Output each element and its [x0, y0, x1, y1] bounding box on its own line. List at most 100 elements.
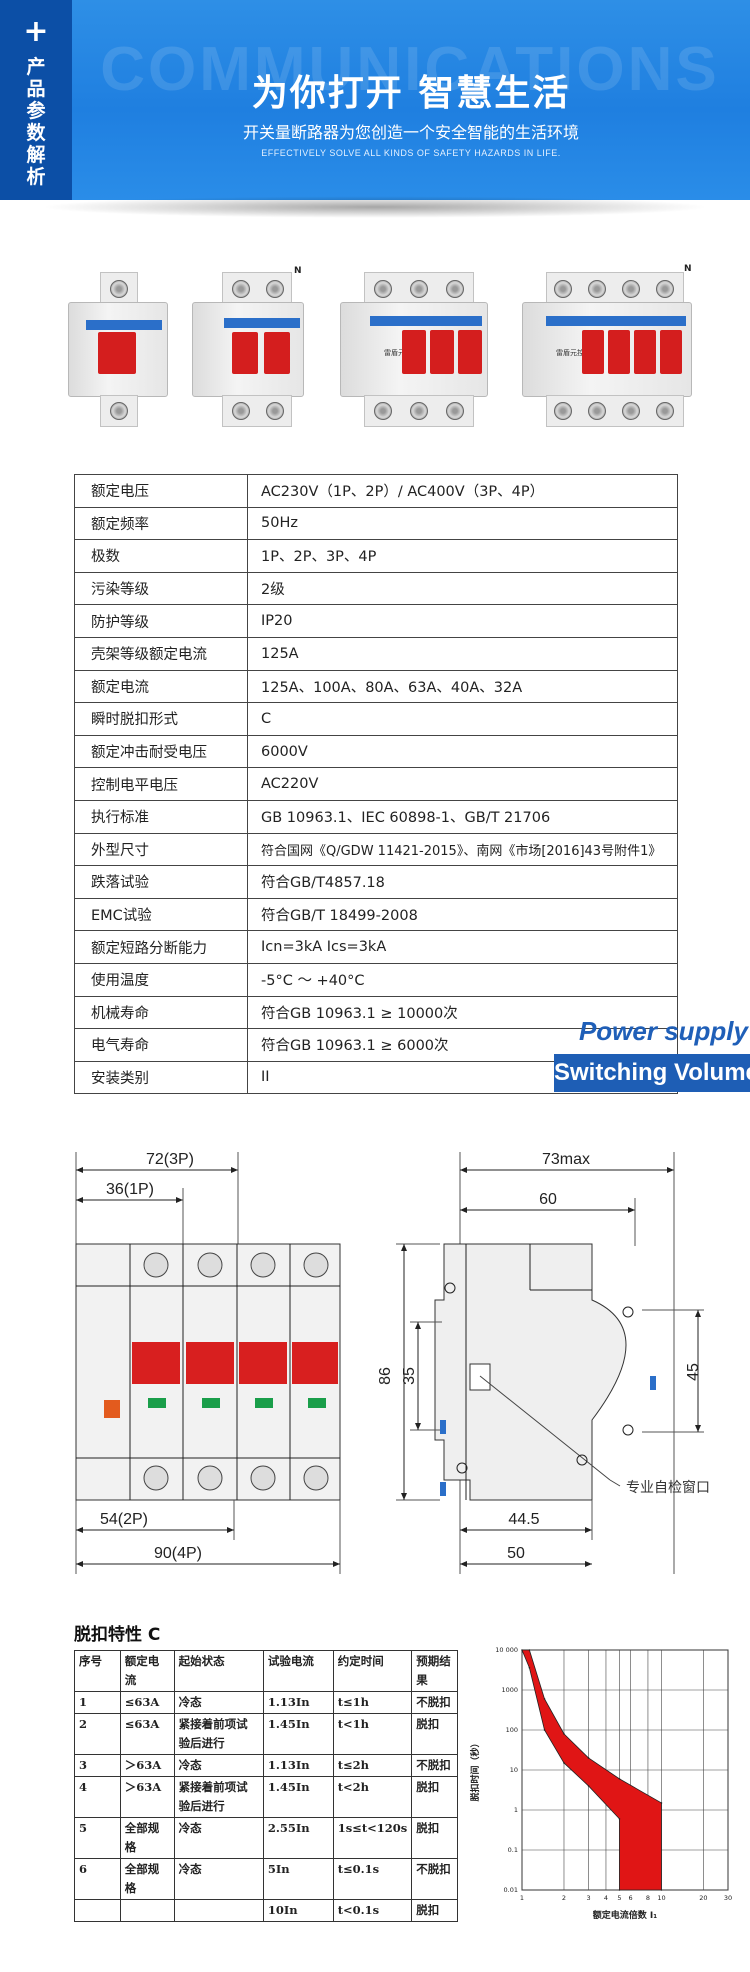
dim-90-4p: 90(4P) — [154, 1545, 202, 1562]
spec-key: EMC试验 — [74, 897, 248, 932]
x-tick-label: 20 — [699, 1894, 707, 1902]
spec-key: 控制电平电压 — [74, 767, 248, 801]
trip-cell: t<1h — [332, 1713, 413, 1755]
dim-86: 86 — [377, 1367, 394, 1385]
y-axis-label: 脱扣时间（秒） — [469, 1738, 481, 1801]
banner-subtitle: 开关量断路器为您创造一个安全智能的生活环境 — [242, 123, 579, 142]
spec-key: 壳架等级额定电流 — [74, 636, 248, 671]
screw-icon — [266, 280, 284, 298]
screw-icon — [374, 280, 392, 298]
spec-row: 使用温度-5°C ～ +40°C — [74, 962, 678, 997]
spec-key: 额定电压 — [74, 474, 248, 508]
screw-icon — [110, 402, 128, 420]
side-view — [396, 1152, 704, 1574]
screw-icon — [588, 402, 606, 420]
plus-icon: + — [23, 14, 49, 49]
spec-value: 符合GB 10963.1 ≥ 10000次 — [247, 995, 678, 1030]
spec-value: 50Hz — [247, 506, 678, 541]
dim-60: 60 — [539, 1191, 557, 1208]
upper-curve-point — [543, 1698, 546, 1700]
y-tick-label: 1 — [514, 1806, 518, 1814]
screw-icon — [622, 402, 640, 420]
y-tick-label: 10 — [510, 1766, 518, 1774]
trip-cell: 4 — [74, 1776, 121, 1818]
x-axis-label: 额定电流倍数 I₁ — [593, 1909, 657, 1921]
header-banner: COMMUNICATIONS 为你打开 智慧生活 开关量断路器为您创造一个安全智… — [0, 0, 750, 200]
spec-value: 6000V — [247, 734, 678, 769]
neutral-mark: N — [684, 264, 692, 274]
toggle-handle — [608, 330, 630, 374]
screw-icon — [656, 402, 674, 420]
trip-cell: t<2h — [332, 1776, 413, 1818]
lower-curve-point — [563, 1762, 565, 1764]
trip-cell: 脱扣 — [411, 1899, 458, 1922]
trip-cell: 1.13In — [262, 1754, 334, 1777]
spec-value: C — [247, 702, 678, 736]
brand-name: 雷盾元控 — [556, 349, 584, 357]
screw-icon — [232, 402, 250, 420]
y-tick-label: 100 — [506, 1726, 518, 1734]
self-check-window-label: 专业自检窗口 — [626, 1479, 710, 1496]
screw-icon — [554, 402, 572, 420]
neutral-mark: N — [294, 266, 302, 276]
lower-curve-point — [528, 1666, 531, 1669]
spec-value: 125A — [247, 636, 678, 671]
brand-band — [546, 316, 686, 326]
trip-cell: 脱扣 — [411, 1713, 458, 1755]
screw-icon — [656, 280, 674, 298]
front-view-terminals — [104, 1252, 338, 1491]
x-tick-label: 4 — [604, 1894, 608, 1902]
upper-curve-point — [618, 1778, 621, 1780]
trip-header-cell: 约定时间 — [332, 1650, 413, 1692]
product-3p: 雷盾元控 — [340, 262, 488, 432]
x-tick-label: 30 — [724, 1894, 732, 1902]
screw-icon — [374, 402, 392, 420]
trip-cell: t≤0.1s — [332, 1858, 413, 1900]
lower-curve-point — [543, 1729, 546, 1731]
trip-cell — [173, 1899, 264, 1922]
screw-icon — [622, 280, 640, 298]
toggle-handle — [98, 332, 136, 374]
section-tab-label: 产品参数解析 — [26, 56, 46, 188]
trip-cell: 1.45In — [262, 1776, 334, 1818]
dim-44-5: 44.5 — [508, 1511, 539, 1528]
spec-key: 额定冲击耐受电压 — [74, 734, 248, 769]
upper-curve-point — [660, 1802, 663, 1804]
screw-icon — [446, 280, 464, 298]
trip-cell: 2 — [74, 1713, 121, 1755]
dim-54-2p: 54(2P) — [100, 1511, 148, 1528]
spec-row: 机械寿命符合GB 10963.1 ≥ 10000次 — [74, 995, 678, 1030]
spec-row: 外型尺寸符合国网《Q/GDW 11421-2015》、南网《市场[2016]43… — [74, 832, 678, 867]
spec-row: 跌落试验符合GB/T4857.18 — [74, 865, 678, 899]
trip-cell: 全部规格 — [119, 1817, 175, 1859]
screw-icon — [410, 280, 428, 298]
x-tick-label: 3 — [586, 1894, 590, 1902]
banner-background-word: COMMUNICATIONS — [100, 35, 720, 104]
badge-line-1: Power supply — [578, 1016, 748, 1046]
upper-curve-point — [563, 1733, 565, 1735]
trip-cell: 脱扣 — [411, 1776, 458, 1818]
toggle-handle — [430, 330, 454, 374]
trip-cell: 1 — [74, 1691, 121, 1714]
spec-value: AC220V — [247, 767, 678, 801]
spec-value: AC230V（1P、2P）/ AC400V（3P、4P） — [247, 474, 678, 508]
spec-key: 污染等级 — [74, 571, 248, 606]
trip-cell: ＞63A — [119, 1776, 175, 1818]
toggle-handle — [458, 330, 482, 374]
trip-header-row: 序号额定电流起始状态试验电流约定时间预期结果 — [74, 1650, 458, 1692]
toggle-handle — [232, 332, 258, 374]
trip-cell — [74, 1899, 121, 1922]
trip-cell: 10In — [262, 1899, 334, 1922]
screw-icon — [110, 280, 128, 298]
lower-curve-point — [521, 1649, 523, 1651]
